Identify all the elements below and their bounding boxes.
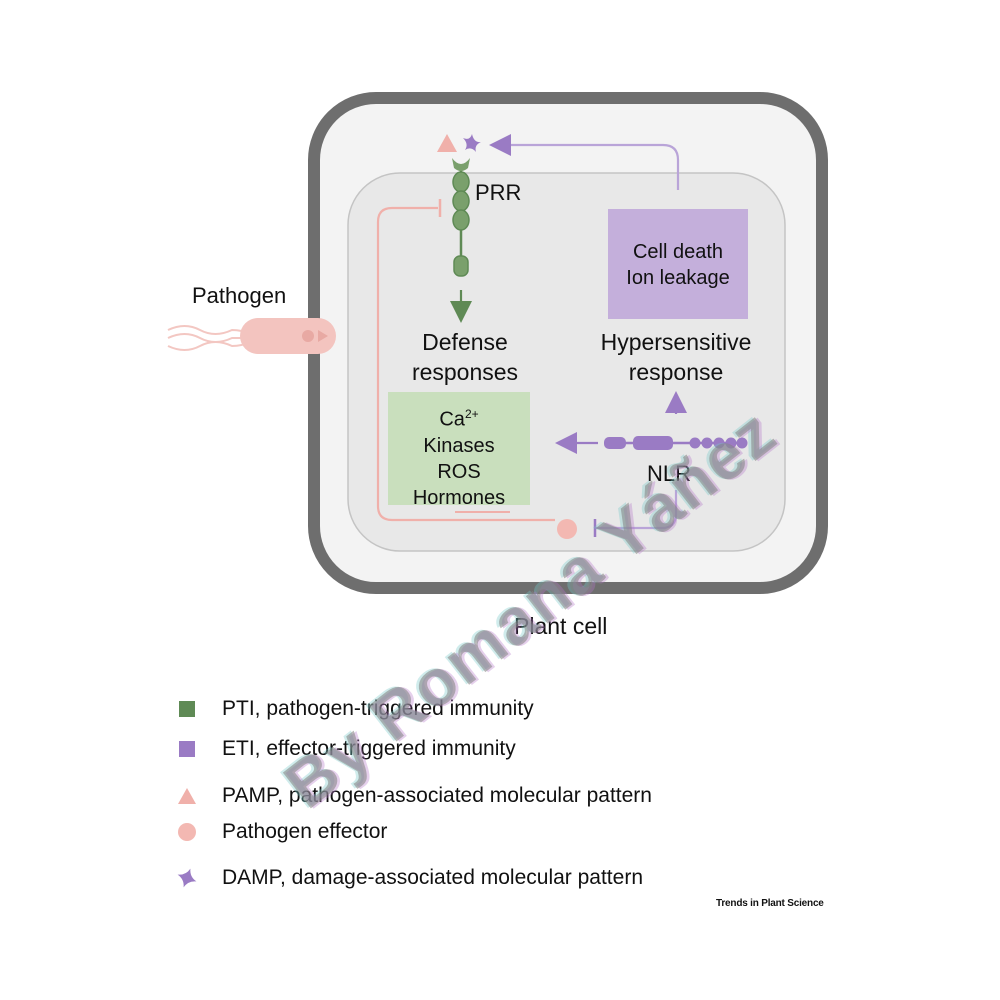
- legend-text-pamp: PAMP, pathogen-associated molecular patt…: [222, 784, 652, 807]
- ros-label: ROS: [437, 460, 481, 483]
- pink-circle-icon: [172, 817, 202, 847]
- nlr-inhibit-effector-line: [596, 490, 678, 530]
- pathogen-effector: [557, 519, 577, 539]
- legend-text-damp: DAMP, damage-associated molecular patter…: [222, 866, 643, 889]
- cell-death-box-text: Cell death Ion leakage: [608, 239, 748, 291]
- kinases-label: Kinases: [423, 434, 495, 457]
- cell-death-line-2: Ion leakage: [626, 267, 730, 289]
- nlr-domain-2: [633, 436, 673, 450]
- cell-death-line-1: Cell death: [632, 241, 724, 263]
- nlr-domain-1: [604, 437, 626, 449]
- legend-item-damp: DAMP, damage-associated molecular patter…: [172, 863, 643, 893]
- prr-label: PRR: [475, 180, 522, 205]
- purple-star-icon: [172, 863, 202, 893]
- defense-responses-label: Defense responses: [411, 329, 519, 385]
- journal-credit: Trends in Plant Science: [716, 898, 824, 909]
- prr-segment-1: [452, 171, 470, 193]
- effector-inhibit-prr-line: [376, 206, 555, 522]
- legend-item-pti: PTI, pathogen-triggered immunity: [172, 694, 534, 724]
- defense-box-text: Ca2+ Kinases ROS Hormones: [388, 401, 530, 511]
- pathogen: [167, 318, 336, 354]
- purple-square-icon: [172, 734, 202, 764]
- nlr-lrr-2: [701, 437, 713, 449]
- legend-item-effector: Pathogen effector: [172, 817, 387, 847]
- legend-text-pti: PTI, pathogen-triggered immunity: [222, 697, 534, 720]
- calcium-superscript: 2+: [464, 407, 479, 421]
- green-square-icon: [172, 694, 202, 724]
- legend-text-effector: Pathogen effector: [222, 820, 388, 843]
- hormones-label: Hormones: [412, 486, 506, 509]
- hypersensitive-response-label: Hypersensitive response: [600, 329, 752, 385]
- nlr-label: NLR: [647, 461, 692, 486]
- defense-box: [388, 392, 530, 505]
- legend-text-eti: ETI, effector-triggered immunity: [222, 737, 516, 760]
- calcium-base: Ca: [439, 408, 465, 431]
- prr-kinase: [453, 255, 469, 277]
- plant-cell-label: Plant cell: [514, 613, 608, 639]
- nlr-lrr-4: [725, 437, 737, 449]
- damp-release-arrow: [489, 134, 680, 190]
- pathogen-label: Pathogen: [192, 283, 287, 308]
- pathogen-body: [240, 318, 336, 354]
- cell-death-box: [608, 209, 748, 319]
- nlr-lrr-5: [736, 437, 748, 449]
- pathogen-flagella: [167, 325, 251, 335]
- nlr-lrr-1: [689, 437, 701, 449]
- pamp-triangle: [437, 134, 457, 152]
- nlr-lrr-3: [713, 437, 725, 449]
- prr-segment-3: [452, 209, 470, 231]
- damp-star: [463, 134, 481, 152]
- prr-head: [452, 158, 470, 171]
- calcium-label: Ca2+: [388, 401, 530, 433]
- legend-item-pamp: PAMP, pathogen-associated molecular patt…: [172, 781, 652, 811]
- prr-segment-2: [452, 190, 470, 212]
- legend-item-eti: ETI, effector-triggered immunity: [172, 734, 516, 764]
- pink-triangle-icon: [172, 781, 202, 811]
